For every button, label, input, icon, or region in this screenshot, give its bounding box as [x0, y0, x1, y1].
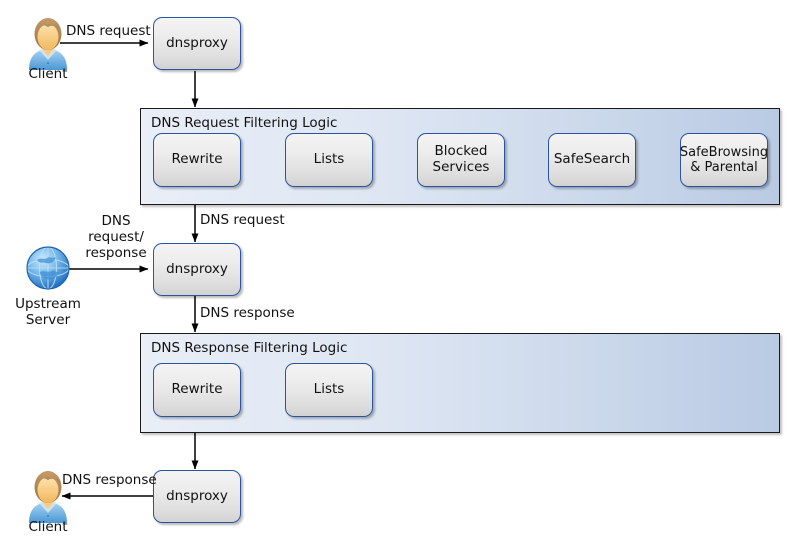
group-response-title: DNS Response Filtering Logic: [151, 340, 348, 356]
label-dns-request-pipeline: DNS request: [200, 212, 285, 228]
globe-icon: [26, 246, 70, 290]
client-bottom-caption: Client: [28, 519, 68, 535]
upstream-server-globe: [22, 242, 74, 298]
node-request-blocked-services[interactable]: Blocked Services: [417, 133, 505, 187]
user-avatar-icon: [29, 471, 67, 523]
node-response-rewrite[interactable]: Rewrite: [153, 363, 241, 417]
client-top-avatar: [20, 14, 76, 76]
client-bottom-avatar: [20, 467, 76, 529]
label-dns-response-pipeline: DNS response: [200, 305, 295, 321]
user-avatar-icon: [29, 18, 67, 70]
node-dnsproxy-bottom[interactable]: dnsproxy: [153, 470, 241, 523]
node-request-lists[interactable]: Lists: [285, 133, 373, 187]
node-dnsproxy-middle[interactable]: dnsproxy: [153, 243, 241, 296]
node-dnsproxy-top[interactable]: dnsproxy: [153, 17, 241, 70]
node-request-safesearch[interactable]: SafeSearch: [548, 133, 636, 187]
group-dns-response-filtering: DNS Response Filtering Logic: [140, 333, 780, 433]
upstream-server-caption: Upstream Server: [15, 296, 81, 329]
node-response-lists[interactable]: Lists: [285, 363, 373, 417]
group-request-title: DNS Request Filtering Logic: [151, 115, 338, 131]
node-request-safebrowsing-parental[interactable]: SafeBrowsing & Parental: [680, 133, 768, 187]
label-dns-request-client: DNS request: [66, 23, 151, 39]
client-top-caption: Client: [28, 66, 68, 82]
label-dns-response-client: DNS response: [62, 472, 157, 488]
node-request-rewrite[interactable]: Rewrite: [153, 133, 241, 187]
label-dns-request-response-upstream: DNS request/ response: [85, 213, 147, 262]
